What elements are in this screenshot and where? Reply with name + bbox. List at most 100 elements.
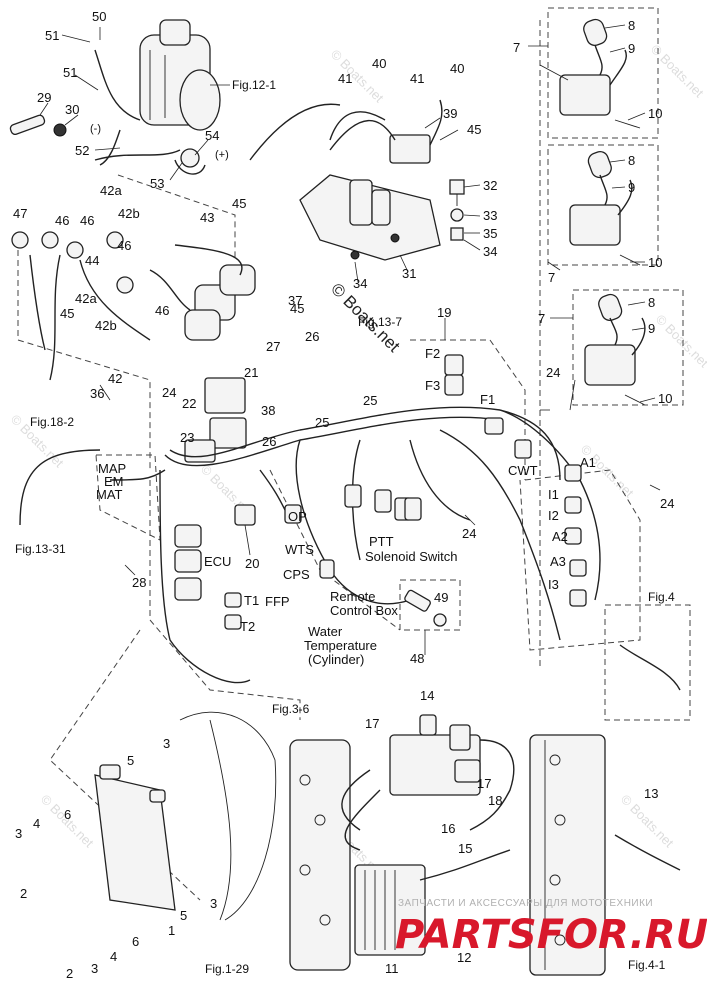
callout-3: 3 bbox=[15, 826, 22, 841]
brand-tagline: ЗАПЧАСТИ И АКСЕССУАРЫ ДЛЯ МОТОТЕХНИКИ bbox=[398, 898, 653, 909]
callout-52: 52 bbox=[75, 143, 89, 158]
fig-4-ref: Fig.4 bbox=[648, 590, 675, 604]
bolts-washers-right bbox=[449, 179, 465, 241]
callout-40: 40 bbox=[450, 61, 464, 76]
callout-41: 41 bbox=[410, 71, 424, 86]
callout-3: 3 bbox=[163, 736, 170, 751]
callout-26: 26 bbox=[305, 329, 319, 344]
watermark: © Boats.net bbox=[578, 442, 637, 501]
callout-42b: 42b bbox=[118, 206, 140, 221]
starter-relay-group bbox=[29, 244, 256, 381]
wire-terminals-left bbox=[11, 231, 134, 294]
label-solenoid-switch: Solenoid Switch bbox=[365, 549, 458, 564]
callout-7: 7 bbox=[513, 40, 520, 55]
callout-46: 46 bbox=[80, 213, 94, 228]
callout-9: 9 bbox=[648, 321, 655, 336]
callout-8: 8 bbox=[628, 153, 635, 168]
watermark: © Boats.net bbox=[648, 42, 707, 101]
coil-frame-3 bbox=[572, 289, 684, 406]
label-map: MAP bbox=[98, 461, 126, 476]
callout-21: 21 bbox=[244, 365, 258, 380]
callout-39: 39 bbox=[443, 106, 457, 121]
callout-50: 50 bbox=[92, 9, 106, 24]
brand-logo: PARTSFOR.RU bbox=[395, 912, 707, 958]
starter-motor bbox=[94, 19, 221, 166]
relay-switch bbox=[249, 99, 443, 164]
callout-44: 44 bbox=[85, 253, 99, 268]
plus-sign: (+) bbox=[215, 149, 229, 161]
callout-4: 4 bbox=[110, 949, 117, 964]
callout-45: 45 bbox=[290, 301, 304, 316]
callout-9: 9 bbox=[628, 180, 635, 195]
callout-29: 29 bbox=[37, 90, 51, 105]
callout-1: 1 bbox=[168, 923, 175, 938]
callout-42: 42 bbox=[108, 371, 122, 386]
callout-24: 24 bbox=[660, 496, 674, 511]
callout-45: 45 bbox=[60, 306, 74, 321]
callout-24: 24 bbox=[162, 385, 176, 400]
label-f2: F2 bbox=[425, 346, 440, 361]
coil-frame-2 bbox=[547, 144, 659, 266]
callout-51: 51 bbox=[45, 28, 59, 43]
callout-10: 10 bbox=[648, 106, 662, 121]
callout-6: 6 bbox=[64, 807, 71, 822]
callout-34: 34 bbox=[353, 276, 367, 291]
relay-pack bbox=[184, 377, 247, 463]
callout-26: 26 bbox=[262, 434, 276, 449]
callout-8: 8 bbox=[628, 18, 635, 33]
callout-11: 11 bbox=[385, 961, 399, 976]
fig-3-6-ref: Fig.3-6 bbox=[272, 702, 310, 716]
ecu-connectors bbox=[174, 524, 242, 630]
callout-17: 17 bbox=[365, 716, 379, 731]
engine-block-left bbox=[179, 711, 277, 921]
label-i3: I3 bbox=[548, 577, 559, 592]
callout-38: 38 bbox=[261, 403, 275, 418]
coil-frame-1 bbox=[547, 7, 659, 139]
callout-14: 14 bbox=[420, 688, 434, 703]
callout-45: 45 bbox=[232, 196, 246, 211]
label-control-box: Control Box bbox=[330, 603, 398, 618]
connector-labels: MAP EM MAT ECU OP WTS CPS FFP T1 T2 PTT … bbox=[96, 346, 596, 667]
electrical-box bbox=[94, 764, 176, 911]
harness-connectors bbox=[234, 354, 587, 607]
callout-3: 3 bbox=[91, 961, 98, 976]
watermark: © Boats.net bbox=[653, 312, 707, 371]
callout-25: 25 bbox=[363, 393, 377, 408]
label-wts: WTS bbox=[285, 542, 314, 557]
label-cylinder: (Cylinder) bbox=[308, 652, 364, 667]
label-a2: A2 bbox=[552, 529, 568, 544]
callout-51: 51 bbox=[63, 65, 77, 80]
callout-9: 9 bbox=[628, 41, 635, 56]
callout-47: 47 bbox=[13, 206, 27, 221]
label-f3: F3 bbox=[425, 378, 440, 393]
callout-42b: 42b bbox=[95, 318, 117, 333]
label-cwt: CWT bbox=[508, 463, 538, 478]
callout-25: 25 bbox=[315, 415, 329, 430]
stator-wire-right bbox=[614, 644, 681, 871]
minus-sign: (-) bbox=[90, 123, 101, 135]
callout-20: 20 bbox=[245, 556, 259, 571]
callout-numbers: 50 51 51 29 30 (-) 52 53 54 (+) Fig.12-1… bbox=[13, 9, 675, 981]
callout-7: 7 bbox=[538, 311, 545, 326]
callout-49: 49 bbox=[434, 590, 448, 605]
ignition-coil-1 bbox=[559, 18, 641, 129]
label-temperature: Temperature bbox=[304, 638, 377, 653]
callout-4: 4 bbox=[33, 816, 40, 831]
callout-3: 3 bbox=[210, 896, 217, 911]
callout-40: 40 bbox=[372, 56, 386, 71]
callout-27: 27 bbox=[266, 339, 280, 354]
fig-4-1-ref: Fig.4-1 bbox=[628, 958, 666, 972]
callout-6: 6 bbox=[132, 934, 139, 949]
label-ptt: PTT bbox=[369, 534, 394, 549]
callout-45: 45 bbox=[467, 122, 481, 137]
label-t1: T1 bbox=[244, 593, 259, 608]
callout-53: 53 bbox=[150, 176, 164, 191]
callout-31: 31 bbox=[402, 266, 416, 281]
callout-42a: 42a bbox=[75, 291, 97, 306]
callout-28: 28 bbox=[132, 575, 146, 590]
fig-13-31-ref: Fig.13-31 bbox=[15, 542, 66, 556]
label-mat: MAT bbox=[96, 487, 123, 502]
callout-22: 22 bbox=[182, 396, 196, 411]
callout-10: 10 bbox=[648, 255, 662, 270]
callout-43: 43 bbox=[200, 210, 214, 225]
